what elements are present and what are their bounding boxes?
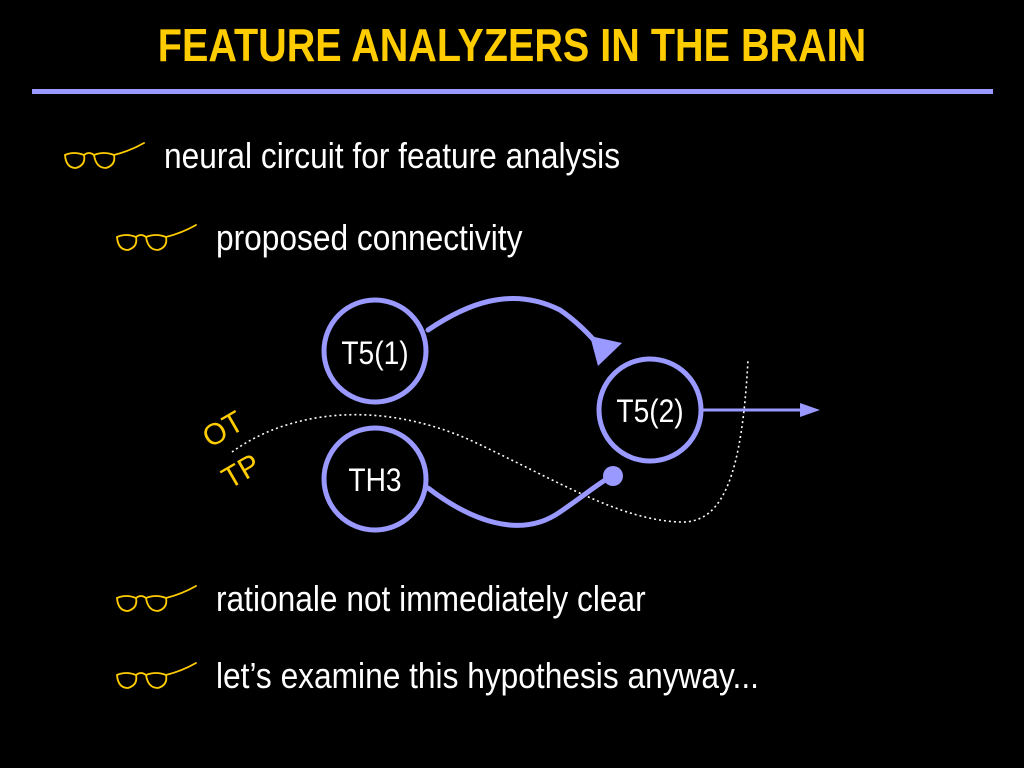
node-label: T5(1) [341, 336, 408, 371]
node-label: T5(2) [616, 394, 683, 429]
bullet-text: rationale not immediately clear [216, 578, 646, 619]
node-th3: TH3 [321, 425, 429, 533]
tp-label: TP [216, 448, 266, 496]
edge-t5-1-to-t5-2 [425, 296, 601, 348]
node-t5-1: T5(1) [321, 297, 429, 405]
node-label: TH3 [348, 463, 401, 498]
bullet-text: proposed connectivity [216, 217, 523, 258]
excitatory-arrowhead [590, 336, 622, 366]
bullet-level1: neural circuit for feature analysis [62, 135, 682, 177]
bullet-text: neural circuit for feature analysis [164, 135, 621, 176]
ot-label: OT [197, 405, 250, 454]
eyeglasses-icon [116, 224, 197, 251]
output-arrowhead [800, 403, 820, 417]
bullet-level2: let’s examine this hypothesis anyway... [114, 655, 833, 697]
bullet-text: let’s examine this hypothesis anyway... [216, 655, 759, 696]
edge-th3-to-t5-2 [425, 473, 615, 528]
eyeglasses-icon [116, 662, 197, 689]
slide-title: FEATURE ANALYZERS IN THE BRAIN [157, 19, 867, 71]
eyeglasses-icon [116, 585, 197, 612]
bullet-level2: proposed connectivity [114, 217, 564, 259]
inhibitory-terminal [603, 466, 623, 486]
bullet-level2: rationale not immediately clear [114, 578, 704, 620]
node-t5-2: T5(2) [596, 356, 704, 464]
eyeglasses-icon [64, 142, 145, 169]
title-divider [32, 89, 993, 94]
